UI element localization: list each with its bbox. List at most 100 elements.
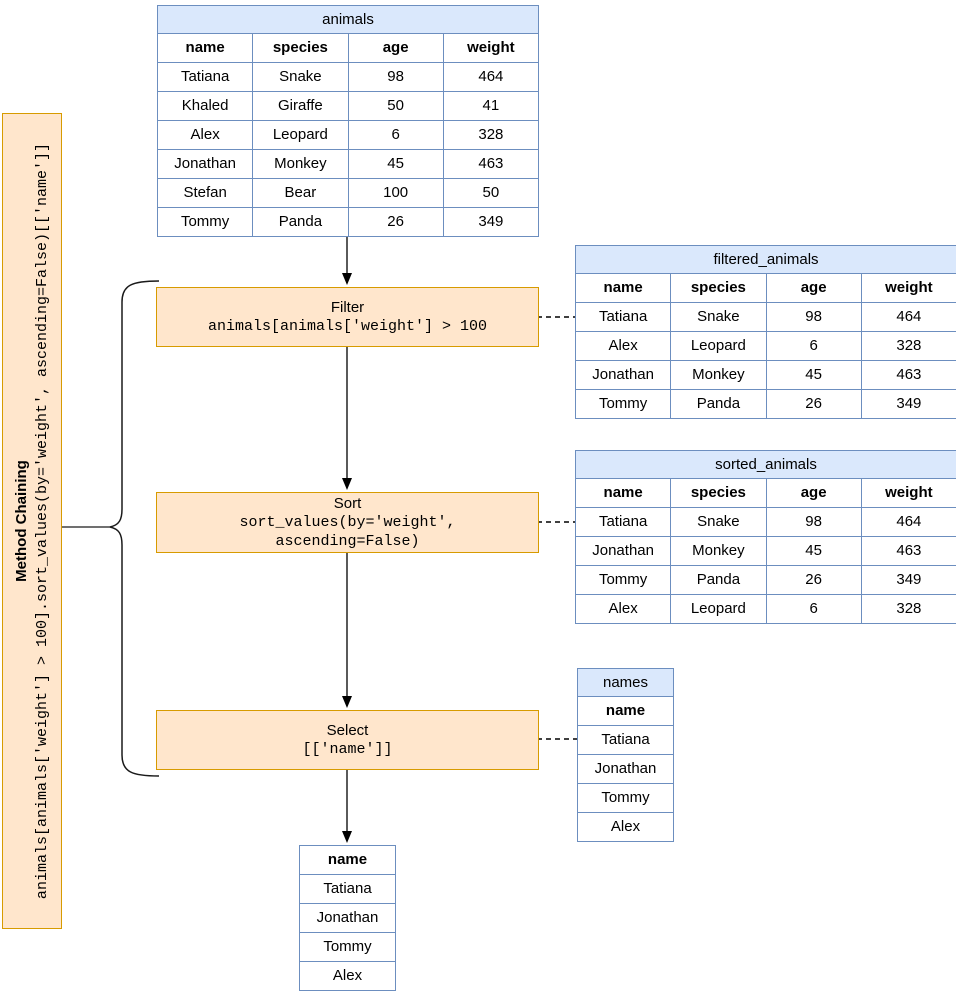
table-cell: 98 — [765, 508, 861, 536]
sort-step-title: Sort — [333, 495, 362, 512]
table-cell: Tatiana — [598, 308, 648, 325]
table-row: Alex — [578, 812, 673, 841]
table-cell: Monkey — [670, 537, 765, 565]
table-cell: Tommy — [323, 938, 372, 955]
table-title: animals — [158, 6, 538, 34]
arrowhead-icon — [342, 478, 352, 490]
table-cell: 349 — [860, 390, 956, 418]
table-cell: 464 — [442, 63, 538, 91]
table-cell: 41 — [442, 92, 538, 120]
table-cell: 26 — [765, 566, 861, 594]
arrowhead-icon — [342, 273, 352, 285]
table-cell: Giraffe — [252, 92, 347, 120]
table-title: sorted_animals — [576, 451, 956, 479]
select-step-title: Select — [326, 722, 369, 739]
table-header-cell: name — [603, 279, 643, 296]
table-header-cell: age — [347, 34, 443, 62]
table-row: Tatiana — [578, 725, 673, 754]
table-title: filtered_animals — [576, 246, 956, 274]
table-cell: 50 — [347, 92, 443, 120]
method-chaining-panel-content: Method Chaining animals[animals['weight'… — [3, 114, 61, 928]
table-cell: Jonathan — [592, 366, 654, 383]
sort-step-code-line-1: sort_values(by='weight', — [239, 514, 456, 531]
table-cell: Tommy — [601, 789, 650, 806]
sort-step-code-line-2: ascending=False) — [275, 533, 420, 550]
table-header-cell: name — [327, 851, 368, 868]
table-row: Alex — [300, 961, 395, 990]
table-row: Tatiana — [300, 874, 395, 903]
table-header-cell: name — [185, 39, 225, 56]
table-cell: Stefan — [183, 184, 227, 201]
table-cell: Leopard — [670, 595, 765, 623]
table-cell: Tommy — [180, 213, 230, 230]
table-cell: 6 — [347, 121, 443, 149]
table-cell: Khaled — [181, 97, 229, 114]
select-step-box: Select [['name']] — [156, 710, 539, 770]
table-row: Tommy — [300, 932, 395, 961]
table-header-cell: species — [670, 479, 765, 507]
table-title: names — [578, 669, 673, 697]
table-cell: Tommy — [598, 395, 648, 412]
table-cell: 45 — [765, 361, 861, 389]
table-header-cell: weight — [860, 274, 956, 302]
table-cell: Monkey — [670, 361, 765, 389]
table-cell: 463 — [860, 537, 956, 565]
arrowhead-icon — [342, 696, 352, 708]
table-cell: Jonathan — [592, 542, 654, 559]
table-header-row: name — [578, 697, 673, 725]
table-header-cell: age — [765, 479, 861, 507]
method-chaining-brace — [109, 280, 160, 777]
table-cell: Panda — [670, 390, 765, 418]
table-cell: Tatiana — [323, 880, 372, 897]
method-chaining-panel: Method Chaining animals[animals['weight'… — [2, 113, 62, 929]
table-cell: Leopard — [252, 121, 347, 149]
table-cell: Jonathan — [316, 909, 379, 926]
filter-step-title: Filter — [330, 299, 365, 316]
sort-step-box: Sort sort_values(by='weight', ascending=… — [156, 492, 539, 553]
table-cell: 464 — [860, 303, 956, 331]
table-cell: Leopard — [670, 332, 765, 360]
table-cell: 26 — [765, 390, 861, 418]
table-cell: Panda — [252, 208, 347, 236]
table-header-cell: species — [252, 34, 347, 62]
table-cell: 45 — [347, 150, 443, 178]
table-cell: Tatiana — [180, 68, 230, 85]
table-cell: 328 — [860, 332, 956, 360]
arrowhead-icon — [342, 831, 352, 843]
table-cell: Snake — [670, 508, 765, 536]
table-row: Tommy — [578, 783, 673, 812]
table-cell: Tatiana — [601, 731, 650, 748]
table-cell: Jonathan — [174, 155, 236, 172]
table-cell: 464 — [860, 508, 956, 536]
table-header-cell: weight — [442, 34, 538, 62]
table-header-cell: weight — [860, 479, 956, 507]
table-cell: 328 — [860, 595, 956, 623]
table-cell: Monkey — [252, 150, 347, 178]
table-cell: Alex — [610, 818, 641, 835]
table-cell: 26 — [347, 208, 443, 236]
table-cell: 45 — [765, 537, 861, 565]
table-header-cell: age — [765, 274, 861, 302]
table-cell: 98 — [765, 303, 861, 331]
table-header-cell: name — [605, 702, 646, 719]
table-header-cell: name — [603, 484, 643, 501]
filter-step-code: animals[animals['weight'] > 100 — [207, 318, 488, 335]
table-cell: Alex — [332, 967, 363, 984]
table-cell: Alex — [190, 126, 220, 143]
